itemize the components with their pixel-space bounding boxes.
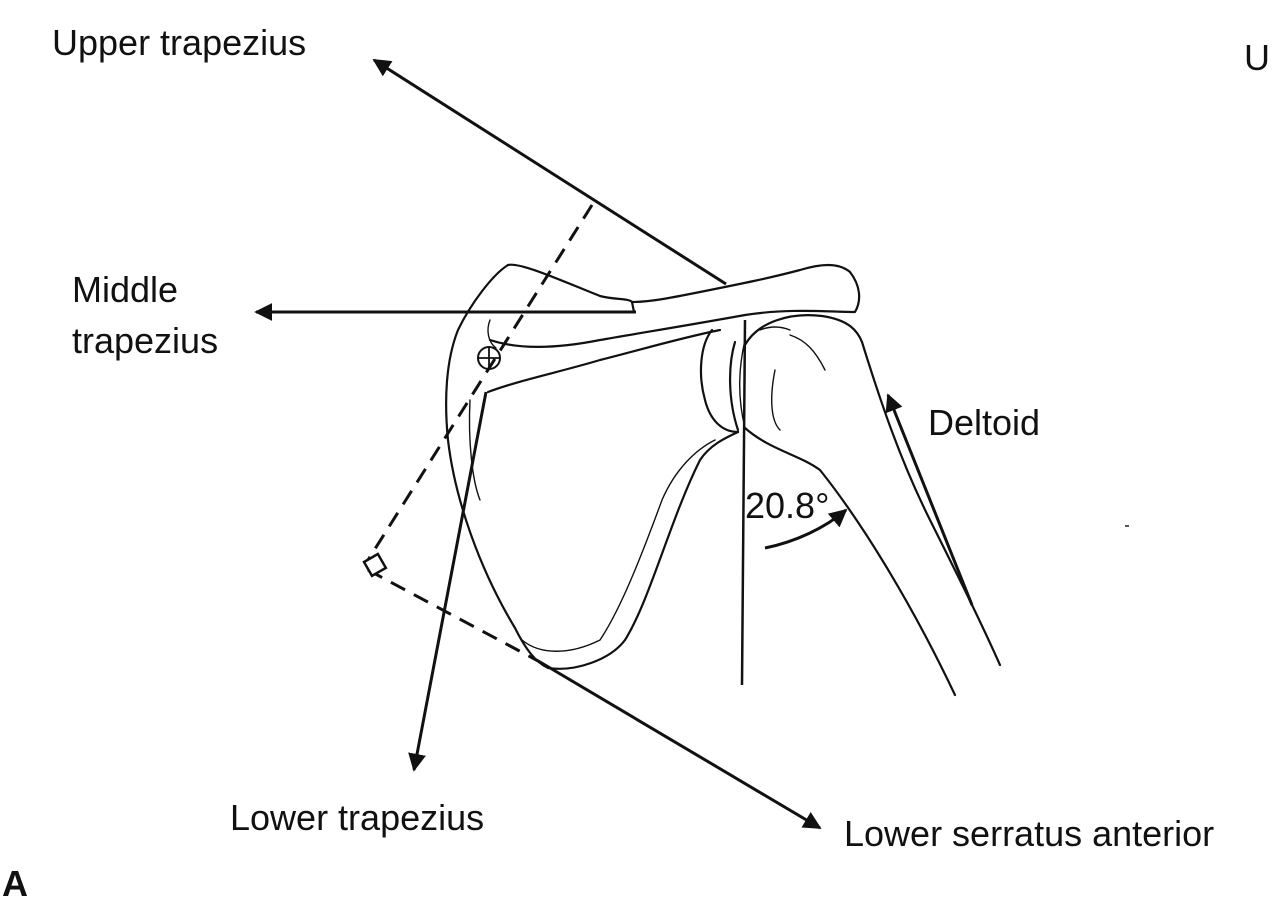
upper-trapezius-arrow (372, 58, 727, 286)
scapula-outline (445, 263, 861, 670)
lower-serratus-anterior-label: Lower serratus anterior (844, 813, 1214, 854)
lower-trapezius-label: Lower trapezius (230, 797, 484, 838)
upper-trapezius-label: Upper trapezius (52, 22, 306, 63)
angle-arc (764, 508, 848, 550)
panel-label: A (2, 863, 28, 896)
right-angle-marker (362, 552, 388, 578)
humerus-outline (743, 314, 1002, 697)
cut-off-label: U (1244, 37, 1270, 78)
angle-label: 20.8° (745, 485, 829, 526)
dashed-moment-arm-line (367, 568, 541, 664)
dashed-axis-line (366, 204, 594, 561)
deltoid-label: Deltoid (928, 402, 1040, 443)
vertical-reference-line (740, 319, 747, 686)
deltoid-arrow (885, 393, 974, 606)
lower-serratus-anterior-arrow (539, 660, 822, 830)
middle-trapezius-label-line2: trapezius (72, 320, 218, 361)
lower-trapezius-arrow (408, 391, 488, 772)
middle-trapezius-label-line1: Middle (72, 269, 178, 310)
